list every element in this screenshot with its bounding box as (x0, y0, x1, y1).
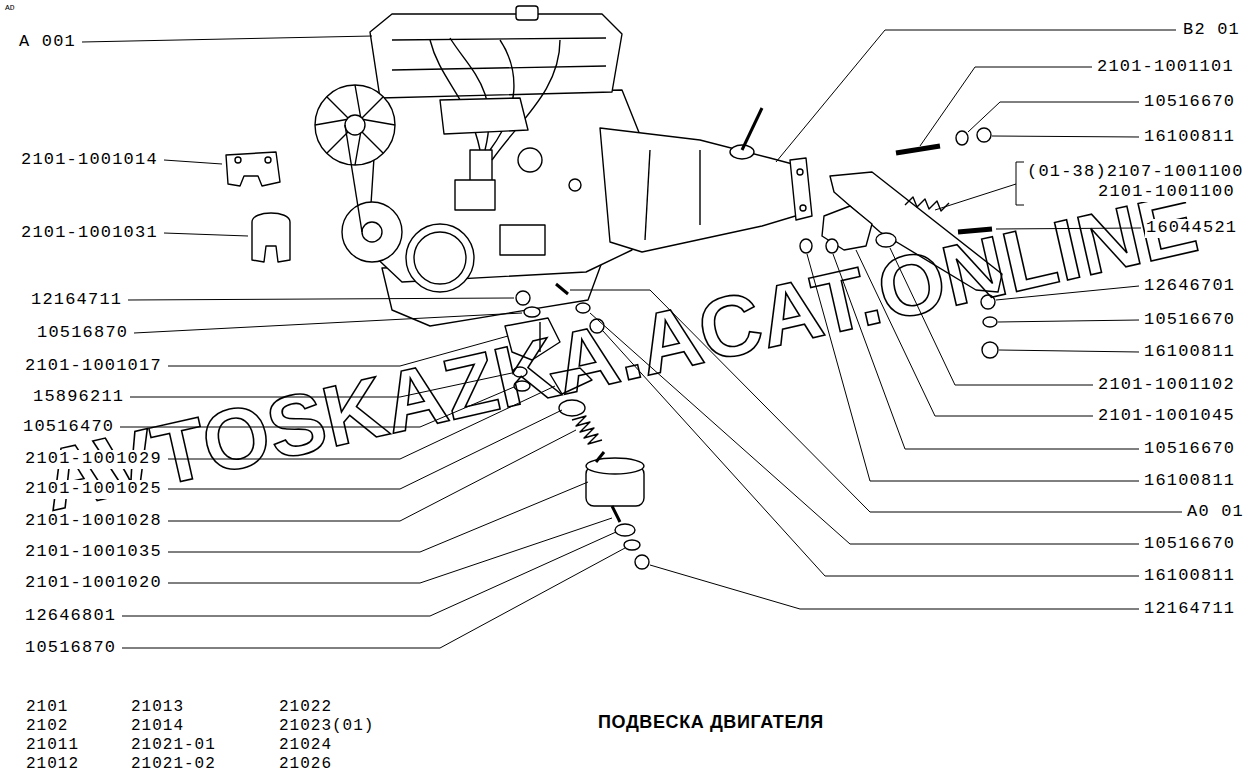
model-code: 2101 (25, 699, 69, 717)
callout-number: A0 01 (1186, 503, 1245, 522)
model-code: 21012 (25, 756, 80, 774)
callout-number: 2101-1001020 (24, 574, 163, 593)
callout-number: 10516870 (36, 324, 129, 343)
model-code: 21021-02 (130, 756, 217, 774)
callout-number: (01-38)2107-1001100 (1026, 163, 1245, 182)
callout-number: 16044521 (1145, 219, 1238, 238)
corner-mark: AD (4, 4, 16, 13)
callout-number: 16100811 (1143, 128, 1236, 147)
callout-number: 10516670 (1143, 311, 1236, 330)
callout-number: B2 01 (1182, 21, 1241, 40)
callout-number: 2101-1001045 (1097, 407, 1236, 426)
callout-number: 16100811 (1143, 472, 1236, 491)
callout-number: 2101-1001014 (20, 151, 159, 170)
callout-number: 2101-1001102 (1097, 376, 1236, 395)
callout-number: 2101-1001017 (24, 357, 163, 376)
callout-number: 16100811 (1143, 343, 1236, 362)
model-code: 2102 (25, 718, 69, 736)
callout-number: 12164711 (30, 291, 123, 310)
model-code: 21011 (25, 737, 80, 755)
callout-number: 16100811 (1143, 567, 1236, 586)
model-code: 21013 (130, 699, 185, 717)
callout-number: 12646701 (1143, 277, 1236, 296)
callout-number: 15896211 (32, 388, 125, 407)
model-code: 21024 (278, 737, 333, 755)
callout-number: 10516470 (22, 418, 115, 437)
callout-number: 2101-1001100 (1097, 183, 1236, 202)
model-code: 21021-01 (130, 737, 217, 755)
model-code: 21014 (130, 718, 185, 736)
model-code: 21023(01) (278, 718, 375, 736)
callout-number: 2101-1001031 (20, 224, 159, 243)
callout-number: 12164711 (1143, 600, 1236, 619)
callout-number: 2101-1001035 (24, 543, 163, 562)
callout-number: 10516870 (24, 639, 117, 658)
callout-number: 10516670 (1143, 440, 1236, 459)
model-code: 21022 (278, 699, 333, 717)
callout-number: A 001 (18, 33, 77, 52)
callout-number: 2101-1001029 (24, 450, 163, 469)
callout-number: 12646801 (24, 607, 117, 626)
callout-number: 2101-1001028 (24, 512, 163, 531)
callout-number: 2101-1001101 (1096, 58, 1235, 77)
callout-number: 10516670 (1143, 93, 1236, 112)
callout-number: 10516670 (1143, 535, 1236, 554)
diagram-title: ПОДВЕСКА ДВИГАТЕЛЯ (598, 712, 824, 733)
callout-number: 2101-1001025 (24, 480, 163, 499)
model-code: 21026 (278, 756, 333, 774)
